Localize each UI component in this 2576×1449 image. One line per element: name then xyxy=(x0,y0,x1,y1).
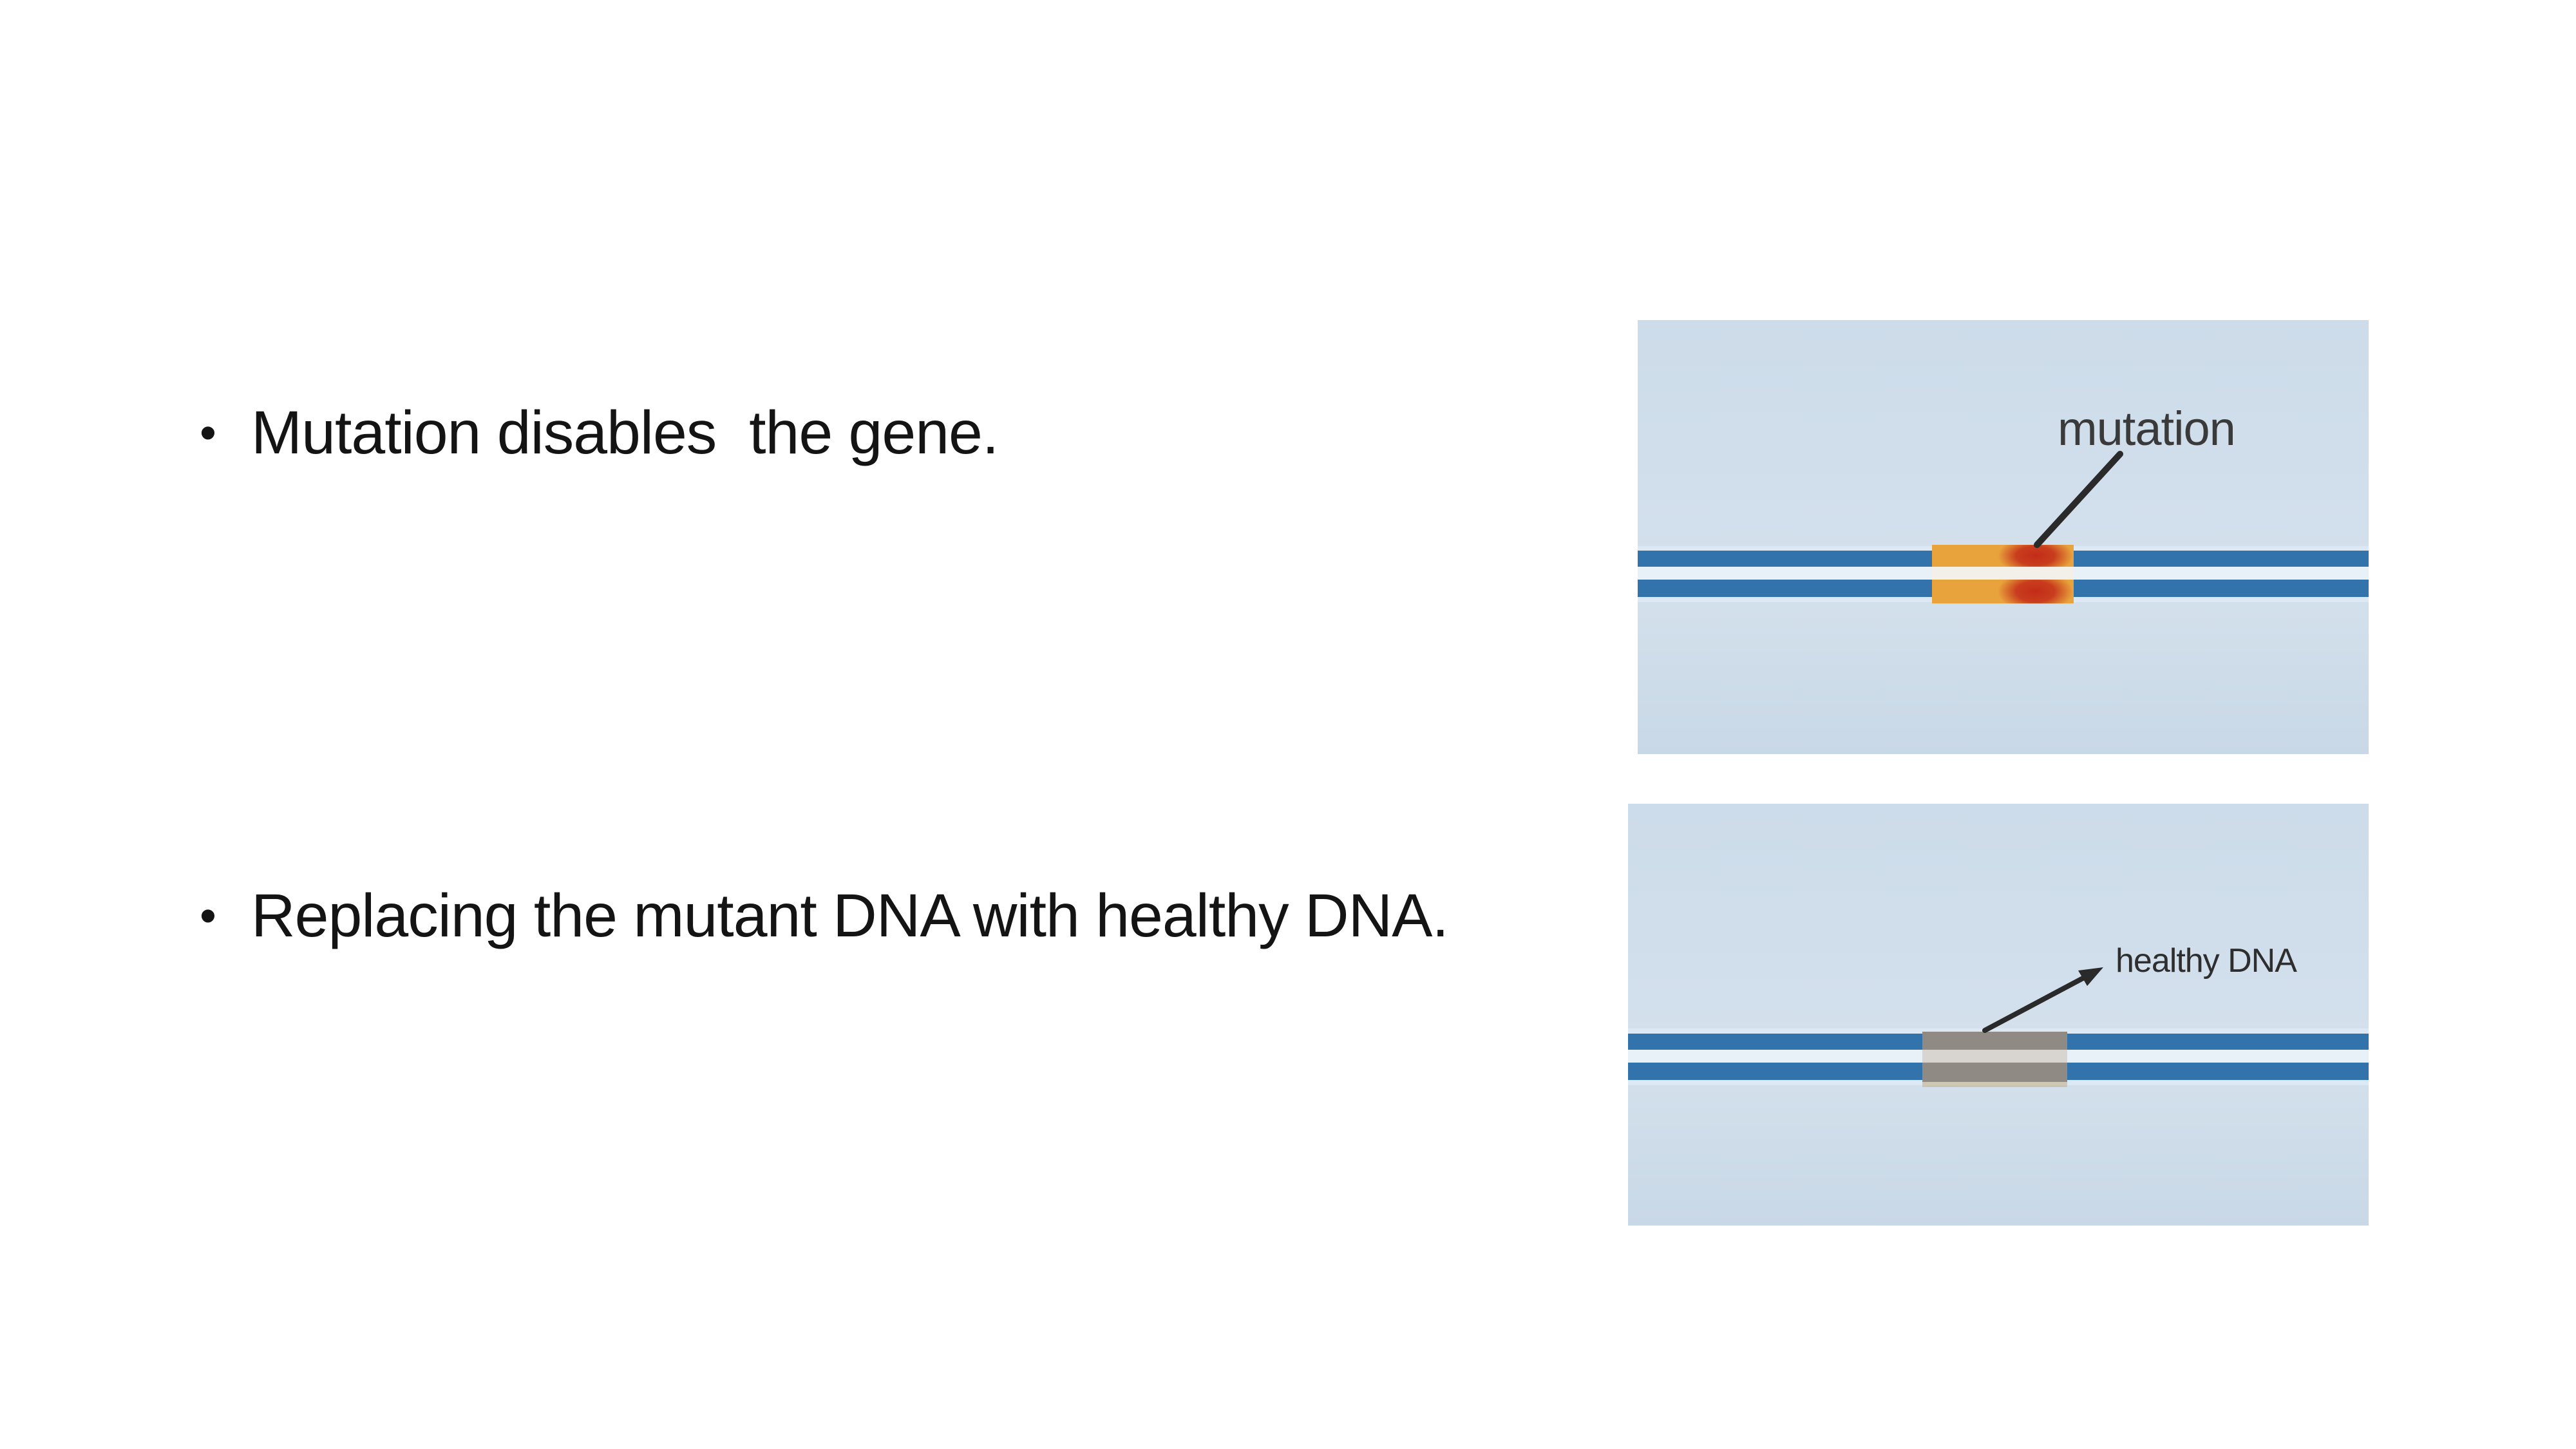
mutant-dna-segment xyxy=(1932,545,2074,603)
bullet-item-mutation: • Mutation disables the gene. xyxy=(200,399,999,467)
mutation-diagram: mutation xyxy=(1638,320,2369,754)
healthy-dna-arrow-line xyxy=(1982,974,2088,1033)
mutant-band-upper xyxy=(1932,545,2074,567)
healthy-dna-label: healthy DNA xyxy=(2116,942,2297,980)
mutant-band-gap xyxy=(1932,567,2074,580)
bullet-text: Replacing the mutant DNA with healthy DN… xyxy=(251,882,1449,950)
mutant-band-lower xyxy=(1932,580,2074,603)
bullet-item-replacing: • Replacing the mutant DNA with healthy … xyxy=(200,882,1449,950)
healthy-dna-segment xyxy=(1922,1032,2067,1087)
mutation-pointer-line xyxy=(2034,451,2123,548)
mutation-label: mutation xyxy=(2058,402,2236,455)
healthy-band-tan-edge xyxy=(1922,1082,2067,1087)
bullet-text: Mutation disables the gene. xyxy=(251,399,999,467)
healthy-band-gap xyxy=(1922,1050,2067,1063)
mutation-pointer-graphic xyxy=(2034,451,2123,548)
healthy-band-lower xyxy=(1922,1063,2067,1082)
healthy-dna-arrowhead xyxy=(2078,967,2103,986)
healthy-dna-diagram: healthy DNA xyxy=(1628,804,2369,1226)
bullet-marker: • xyxy=(200,406,216,459)
healthy-band-upper xyxy=(1922,1032,2067,1050)
healthy-dna-arrow-graphic xyxy=(1982,967,2103,1033)
bullet-marker: • xyxy=(200,889,216,942)
